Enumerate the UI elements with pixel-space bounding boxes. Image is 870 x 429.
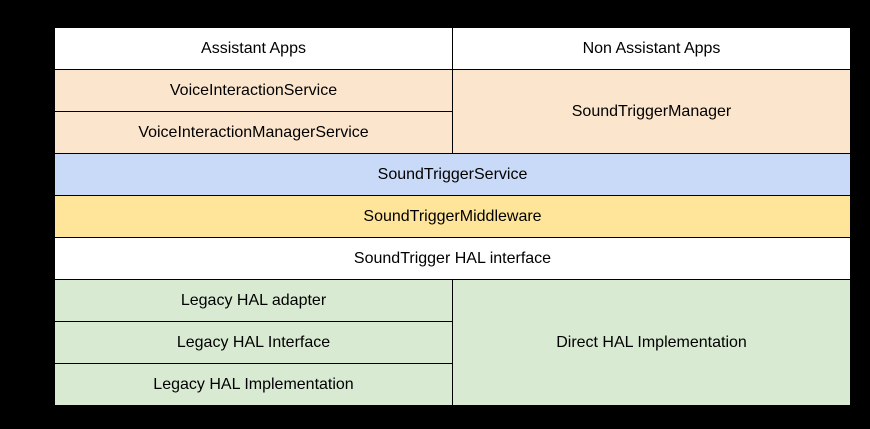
cell-assistant-apps: Assistant Apps [54,27,453,70]
table-row: Assistant Apps Non Assistant Apps [54,27,851,70]
cell-legacy-hal-implementation: Legacy HAL Implementation [54,363,453,406]
layer-table: Assistant Apps Non Assistant Apps VoiceI… [54,27,851,406]
cell-voiceinteractionservice: VoiceInteractionService [54,69,453,112]
table-row: Legacy HAL adapter Direct HAL Implementa… [54,279,851,406]
table-row: SoundTrigger HAL interface [54,237,851,280]
table-row: SoundTriggerService [54,153,851,196]
cell-non-assistant-apps: Non Assistant Apps [452,27,851,70]
cell-direct-hal-implementation: Direct HAL Implementation [452,279,851,406]
cell-soundtriggermiddleware: SoundTriggerMiddleware [54,195,851,238]
cell-voiceinteractionmanagerservice: VoiceInteractionManagerService [54,111,453,154]
cell-soundtriggermanager: SoundTriggerManager [452,69,851,154]
table-row: VoiceInteractionManagerService [54,111,851,154]
table-row: VoiceInteractionService SoundTriggerMana… [54,69,851,154]
table-row: Legacy HAL Implementation [54,363,851,406]
cell-legacy-hal-interface: Legacy HAL Interface [54,321,453,364]
cell-legacy-hal-adapter: Legacy HAL adapter [54,279,453,322]
cell-soundtrigger-hal-interface: SoundTrigger HAL interface [54,237,851,280]
cell-soundtriggerservice: SoundTriggerService [54,153,851,196]
table-row: SoundTriggerMiddleware [54,195,851,238]
table-row: Legacy HAL Interface [54,321,851,364]
soundtrigger-stack-diagram: Assistant Apps Non Assistant Apps VoiceI… [53,26,852,406]
